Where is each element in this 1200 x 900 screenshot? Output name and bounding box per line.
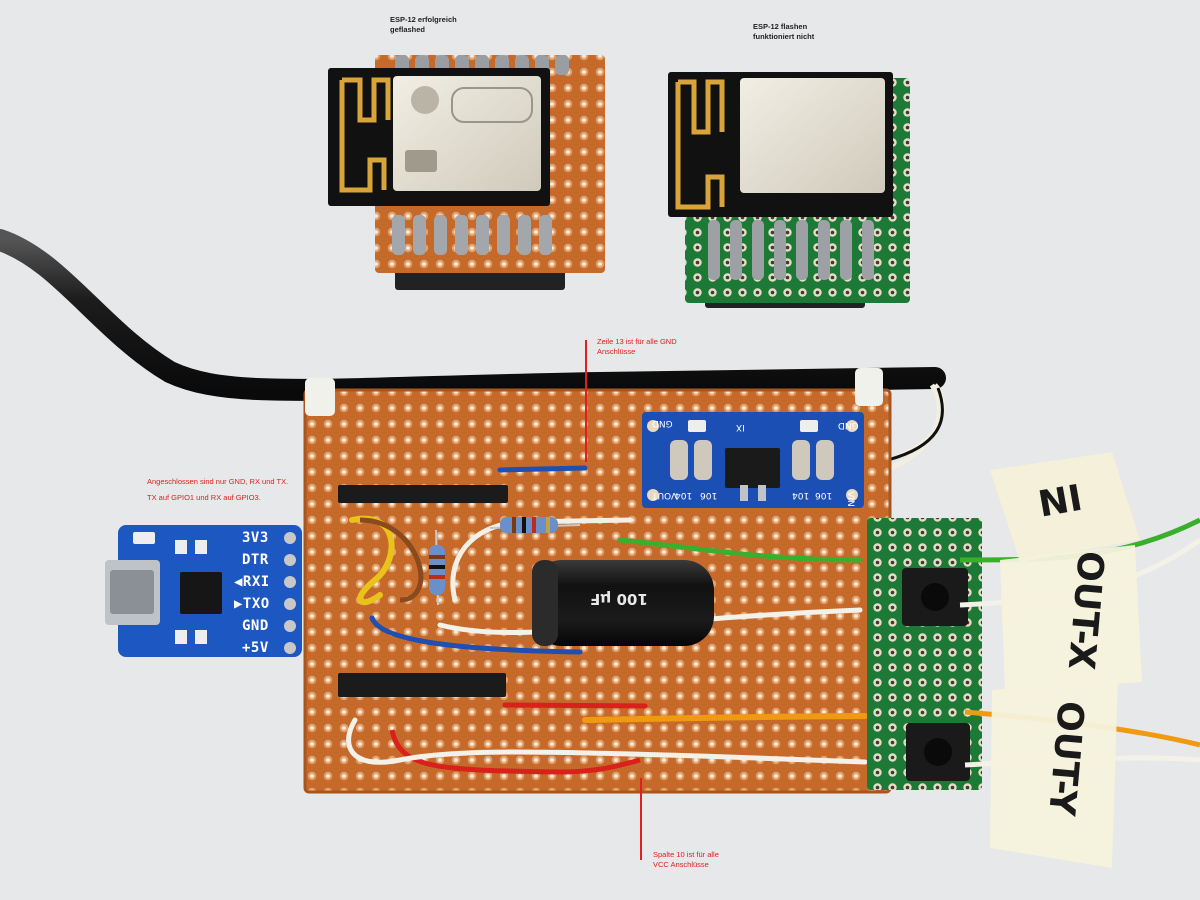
regulator-label: VOUT xyxy=(652,490,678,500)
annotation-usb-connected: Angeschlossen sind nur GND, RX und TX. xyxy=(147,477,289,486)
wire-brown xyxy=(359,517,424,603)
esp-right-header-pins xyxy=(708,220,874,280)
usb-pin-label: 3V3 xyxy=(242,530,269,546)
tape-out-y xyxy=(990,678,1118,868)
esp-right-shield xyxy=(740,78,885,193)
wire-orange xyxy=(582,713,868,723)
esp-left-espressif-logo xyxy=(411,86,439,114)
regulator-ic xyxy=(725,448,780,488)
esp-left-antenna xyxy=(339,77,391,193)
resistor-vertical xyxy=(429,529,445,606)
button-board xyxy=(867,518,982,790)
regulator-label: 106 xyxy=(700,490,718,500)
regulator-label: VIN xyxy=(844,491,855,507)
esp-left-wifi-logo xyxy=(451,87,533,123)
esp-left-fcc-mark xyxy=(405,150,437,172)
regulator-label: 104 xyxy=(792,490,810,500)
smd-cap-4 xyxy=(816,440,834,480)
tape-flags xyxy=(990,452,1142,868)
wire-blue-lower xyxy=(369,615,583,655)
usb-pin-label: DTR xyxy=(242,552,269,568)
esp-right-antenna xyxy=(675,79,725,210)
annotation-gpio: TX auf GPIO1 und RX auf GPIO3. xyxy=(147,493,261,502)
usb-pin-label: ▶TXO xyxy=(234,596,270,612)
wire-red-bottom xyxy=(389,729,641,775)
usb-pin-label: +5V xyxy=(242,640,269,656)
voltage-regulator-module xyxy=(642,412,864,508)
wire-green xyxy=(617,537,863,563)
tape-in xyxy=(990,452,1140,562)
female-header-bottom xyxy=(338,673,506,697)
capacitor-label: 100 µF xyxy=(590,590,648,608)
cable-tie-right xyxy=(855,368,883,406)
annotation-row13: Zeile 13 ist für alle GND Anschlüsse xyxy=(597,337,677,356)
tape-label-in: IN xyxy=(1034,474,1085,523)
annotation-esp-left: ESP-12 erfolgreich geflashed xyxy=(390,15,457,34)
usb-pin-label: ◀RXI xyxy=(234,574,270,590)
female-header-top xyxy=(338,485,508,503)
regulator-label: 104 xyxy=(675,490,693,500)
usb-pin-holes xyxy=(284,532,296,654)
electrolytic-capacitor xyxy=(532,560,714,646)
annotation-column10: Spalte 10 ist für alle VCC Anschlüsse xyxy=(653,850,719,869)
smd-cap-1 xyxy=(670,440,688,480)
regulator-label: GND xyxy=(652,418,673,428)
regulator-label: IX xyxy=(736,422,745,432)
regulator-label: 106 xyxy=(815,490,833,500)
usb-pin-label: GND xyxy=(242,618,269,634)
usb-serial-adapter xyxy=(105,525,302,657)
esp-module-right xyxy=(668,72,910,308)
usb-chip xyxy=(180,572,222,614)
smd-cap-3 xyxy=(792,440,810,480)
esp-left-header-pins-bottom xyxy=(392,215,552,255)
esp-module-left xyxy=(328,55,605,290)
wire-white-bottom xyxy=(346,717,868,765)
cable-tie-left xyxy=(305,378,335,416)
regulator-label: GND xyxy=(838,420,859,430)
tape-out-x xyxy=(1000,545,1142,692)
black-cable xyxy=(0,229,946,401)
wire-blue-top xyxy=(497,465,588,473)
wire-red-top xyxy=(502,702,648,709)
smd-cap-2 xyxy=(694,440,712,480)
annotation-esp-right: ESP-12 flashen funktioniert nicht xyxy=(753,22,815,41)
resistor-horizontal xyxy=(489,517,581,533)
